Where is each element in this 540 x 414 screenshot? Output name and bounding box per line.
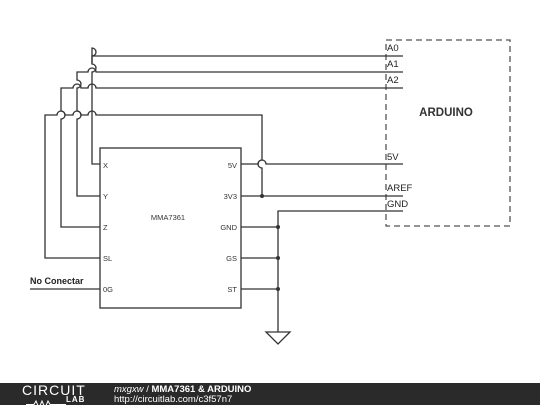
- footer-separator: /: [143, 384, 152, 395]
- arduino-pin-5v: 5V: [387, 152, 399, 163]
- junction-3v3: [260, 194, 264, 198]
- arduino-label: ARDUINO: [419, 107, 473, 119]
- chip-pin-y: Y: [103, 192, 108, 201]
- wire-y-a1: [76, 67, 403, 197]
- arduino-pin-gnd: GND: [387, 199, 408, 210]
- resistor-icon: [26, 399, 66, 410]
- chip-pin-st: ST: [227, 285, 237, 294]
- wire-x-a0-top: [91, 55, 403, 64]
- arduino-block: [385, 39, 511, 227]
- arduino-pin-aref: AREF: [387, 183, 413, 194]
- footer-url-link[interactable]: http://circuitlab.com/c3f57n7: [114, 394, 233, 405]
- arduino-pin-a0: A0: [387, 43, 399, 54]
- footer-title-line: mxgxw / MMA7361 & ARDUINO: [114, 384, 251, 395]
- circuitlab-logo-lab: LAB: [66, 395, 86, 404]
- chip-pin-0g: 0G: [103, 285, 113, 294]
- chip-pin-gnd: GND: [220, 223, 237, 232]
- arduino-pin-a1: A1: [387, 59, 399, 70]
- wire-x-a0: [91, 47, 100, 165]
- chip-pin-5v: 5V: [228, 161, 237, 170]
- chip-pin-z: Z: [103, 223, 108, 232]
- wire-gnd-bus: [241, 210, 403, 332]
- junction-gs: [276, 256, 280, 260]
- wire-5v: [241, 159, 403, 165]
- circuitlab-logo-text: CIRCUIT: [22, 382, 86, 398]
- wire-z-a2: [60, 83, 403, 228]
- junction-gnd: [276, 225, 280, 229]
- footer-user-link[interactable]: mxgxw: [114, 384, 144, 395]
- chip-label: MMA7361: [151, 213, 185, 222]
- chip-pin-gs: GS: [226, 254, 237, 263]
- mma7361-chip: [99, 147, 242, 309]
- chip-pin-sl: SL: [103, 254, 112, 263]
- arduino-pin-a2: A2: [387, 75, 399, 86]
- footer-bar: CIRCUIT LAB mxgxw / MMA7361 & ARDUINO ht…: [0, 382, 540, 410]
- circuitlab-logo-sub: LAB: [26, 395, 96, 410]
- chip-pin-x: X: [103, 161, 108, 170]
- footer-title: MMA7361 & ARDUINO: [151, 384, 252, 395]
- schematic-canvas: ARDUINO A0 A1 A2 5V AREF GND MMA7361 X Y…: [30, 39, 511, 345]
- chip-pin-3v3: 3V3: [224, 192, 237, 201]
- no-connect-label: No Conectar: [30, 276, 84, 286]
- ground-symbol: [264, 331, 292, 345]
- junction-st: [276, 287, 280, 291]
